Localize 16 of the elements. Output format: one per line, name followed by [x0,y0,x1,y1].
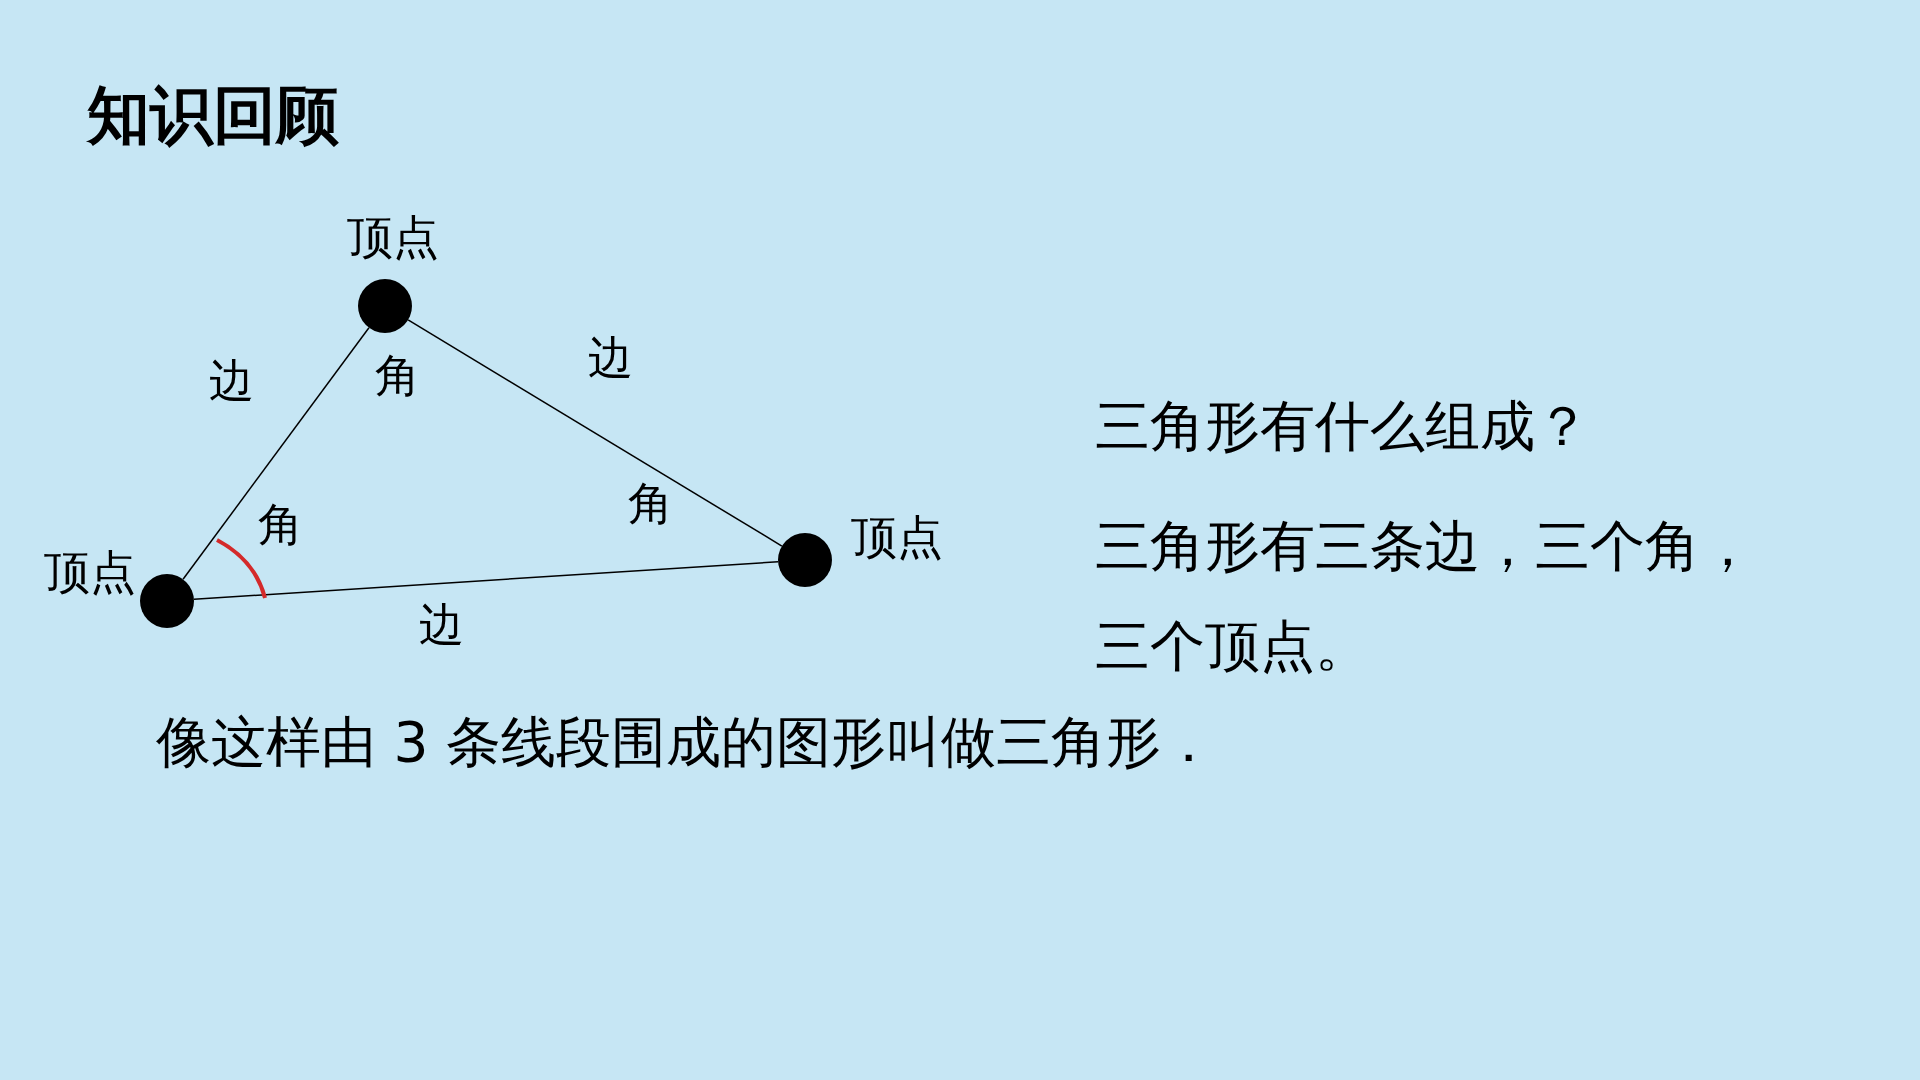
triangle-side [182,326,370,581]
question-text: 三角形有什么组成？ [1095,399,1590,454]
edge-label: 边 [588,335,633,380]
definition-sentence: 像这样由 3 条线段围成的图形叫做三角形． [156,715,1216,770]
title: 知识回顾 [87,84,339,147]
edge-label: 边 [419,602,464,647]
edge-label: 边 [209,358,254,403]
vertex-label: 顶点 [347,214,439,260]
angle-label: 角 [628,481,673,526]
angle-label: 角 [375,353,420,398]
triangle-side [193,561,779,600]
vertex-label: 顶点 [44,549,136,595]
vertex-label: 顶点 [851,514,943,560]
angle-label: 角 [258,502,303,547]
triangle-side [407,319,783,547]
answer-text: 三角形有三条边，三个角，三个顶点。 [1095,513,1756,680]
